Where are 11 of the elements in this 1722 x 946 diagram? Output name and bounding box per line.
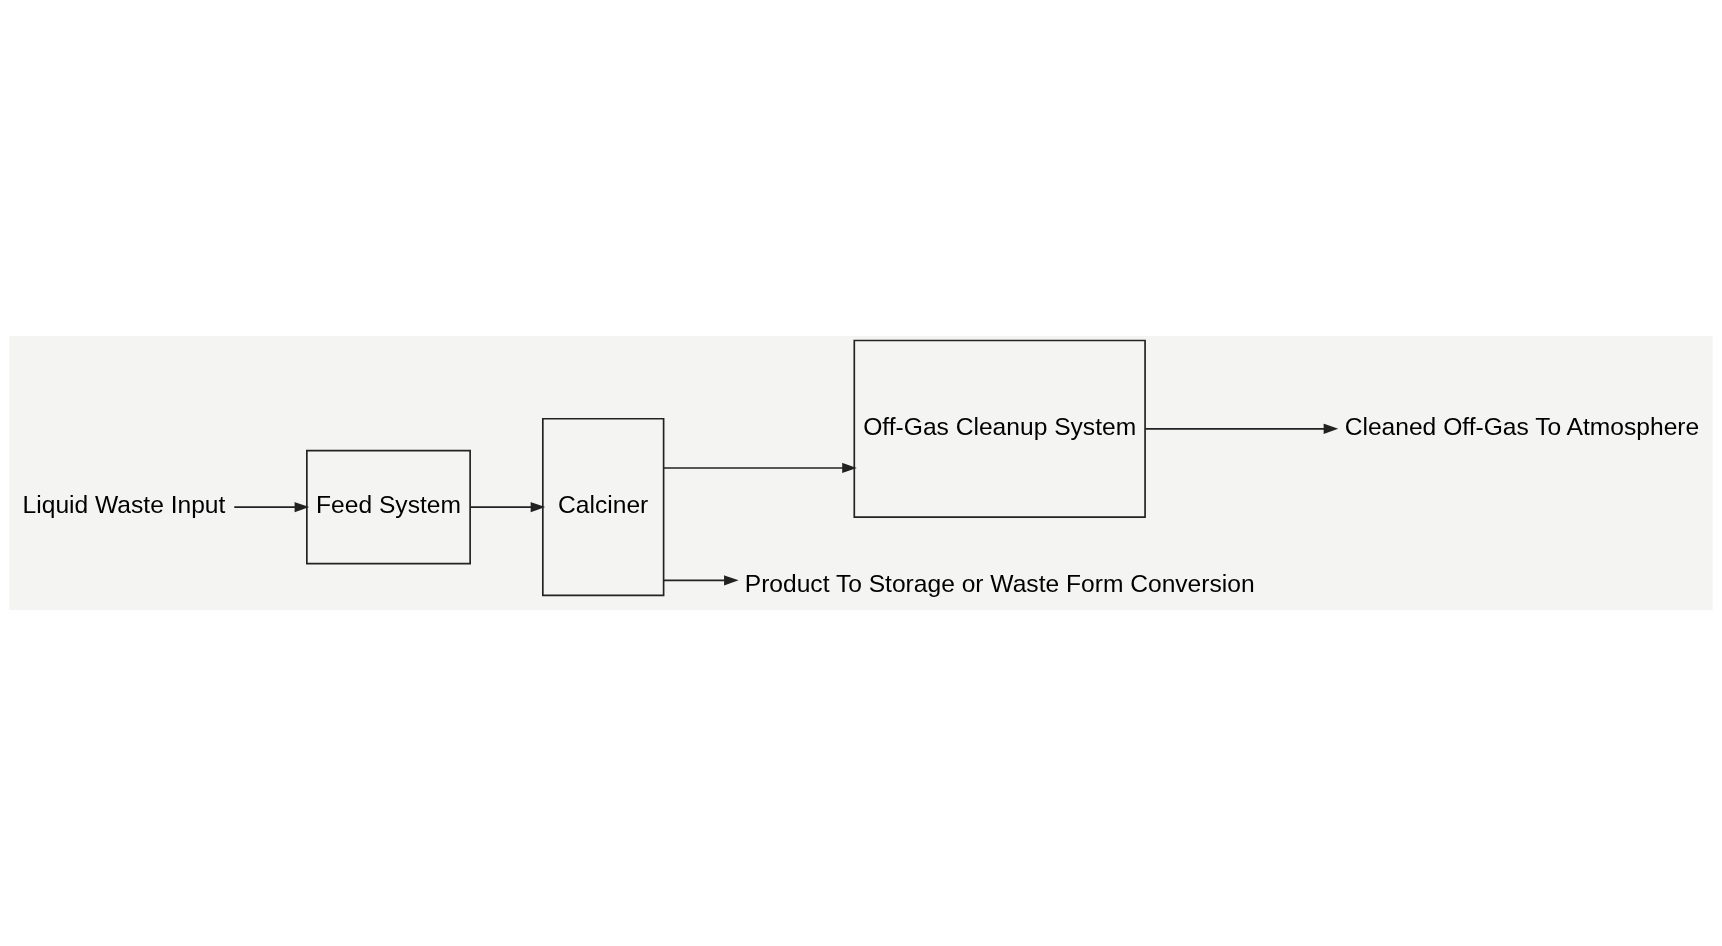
node-box: Feed System: [306, 449, 471, 565]
arrow: [663, 462, 857, 474]
arrow: [469, 502, 546, 513]
arrow: [663, 575, 739, 586]
node-text: Liquid Waste Input: [22, 491, 226, 519]
node-box: Off-Gas Cleanup System: [853, 339, 1146, 518]
node-text: Product To Storage or Waste Form Conversion: [744, 569, 1255, 597]
arrow: [233, 502, 310, 513]
arrow: [1144, 423, 1339, 434]
node-box: Calciner: [542, 417, 665, 597]
node-text: Cleaned Off-Gas To Atmosphere: [1344, 413, 1700, 441]
